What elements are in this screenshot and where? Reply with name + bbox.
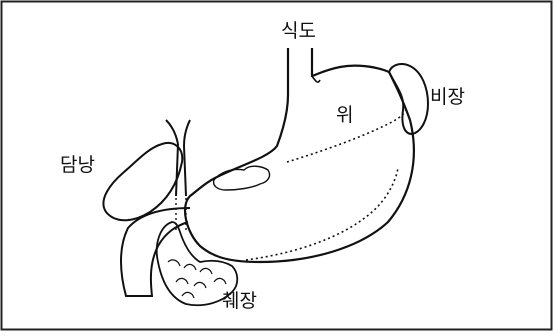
bile-duct-left (166, 120, 178, 144)
label-esophagus: 식도 (281, 22, 316, 41)
pancreas-lobules (168, 260, 226, 298)
label-gallbladder: 담낭 (60, 156, 95, 175)
stomach-outline (185, 48, 414, 262)
spleen-shape (389, 64, 428, 134)
label-stomach: 위 (336, 106, 353, 125)
label-pancreas: 췌장 (222, 292, 257, 311)
duodenum-dotted-line (246, 168, 398, 260)
omentum-tissue (214, 166, 270, 190)
cardia-notch (312, 76, 320, 82)
bile-duct-right (184, 120, 190, 146)
duodenum-outline (121, 208, 190, 296)
label-spleen: 비장 (430, 88, 465, 107)
